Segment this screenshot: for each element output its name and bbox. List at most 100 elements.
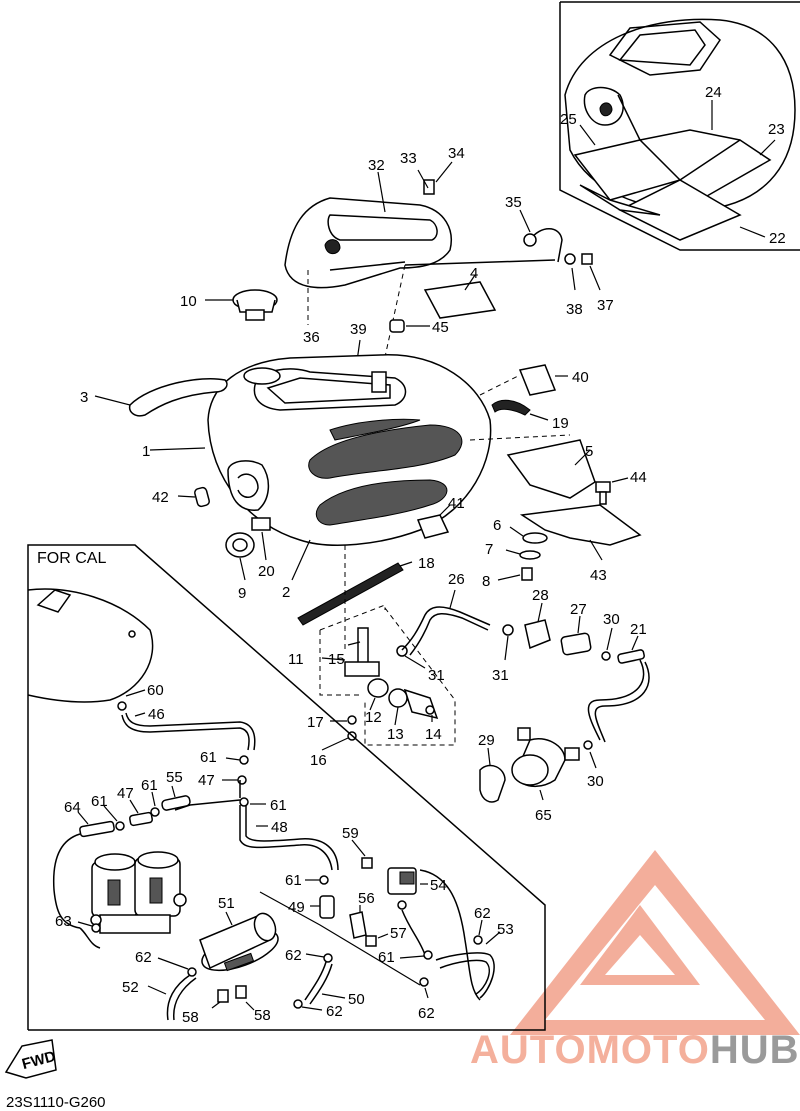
callout-28: 28	[532, 587, 549, 604]
carburetor-assembly	[90, 851, 187, 934]
pad-41: 41	[416, 495, 465, 539]
callout-62e: 62	[474, 905, 491, 922]
plate-43: 43	[519, 504, 642, 584]
callout-63: 63	[55, 913, 72, 930]
callout-3: 3	[80, 389, 88, 406]
callout-62c: 62	[326, 1003, 343, 1020]
callout-44: 44	[630, 469, 647, 486]
callout-57: 57	[390, 925, 407, 942]
callout-61c: 61	[141, 777, 158, 794]
bracket-35: 35 38 37	[404, 194, 614, 318]
callout-15: 15	[328, 651, 345, 668]
callout-61a: 61	[200, 749, 217, 766]
tank-cover-32: 32 33 34 36	[284, 145, 465, 381]
pad-4: 4	[423, 265, 497, 319]
callout-64: 64	[64, 799, 81, 816]
watermark-text: AUTOMOTOHUB	[470, 1028, 800, 1072]
callout-4: 4	[470, 265, 478, 282]
callout-48: 48	[271, 819, 288, 836]
callout-49: 49	[288, 899, 305, 916]
callout-50: 50	[348, 991, 365, 1008]
callout-43: 43	[590, 567, 607, 584]
canister-51: 51	[199, 895, 279, 972]
callout-34: 34	[448, 145, 465, 162]
callout-2: 2	[282, 584, 290, 601]
callout-61f: 61	[378, 949, 395, 966]
fuel-cock-11: 11 15 12 13 14 17 16 31	[288, 604, 456, 769]
callout-51: 51	[218, 895, 235, 912]
strip-19: 19	[491, 399, 569, 432]
callout-30b: 30	[587, 773, 604, 790]
callout-7: 7	[485, 541, 493, 558]
callout-5: 5	[585, 443, 593, 460]
callout-20: 20	[258, 563, 275, 580]
callout-1: 1	[142, 443, 150, 460]
callout-25: 25	[560, 111, 577, 128]
callout-18: 18	[418, 555, 435, 572]
pad-40: 40	[479, 364, 589, 396]
callout-24: 24	[705, 84, 722, 101]
callout-31b: 31	[492, 667, 509, 684]
callout-30: 30	[603, 611, 620, 628]
fwd-arrow: FWD	[4, 1039, 58, 1079]
callout-53: 53	[497, 921, 514, 938]
callout-52: 52	[122, 979, 139, 996]
callout-32: 32	[368, 157, 385, 174]
callout-59: 59	[342, 825, 359, 842]
callout-23: 23	[768, 121, 785, 138]
callout-27: 27	[570, 601, 587, 618]
callout-9: 9	[238, 585, 246, 602]
callout-45: 45	[432, 319, 449, 336]
bolt-44: 44	[595, 469, 647, 505]
callout-39: 39	[350, 321, 367, 338]
bracket-5: 5	[469, 434, 596, 499]
callout-62a: 62	[135, 949, 152, 966]
callout-13: 13	[387, 726, 404, 743]
washers-6-7-8: 6 7 8	[482, 517, 548, 590]
callout-22: 22	[769, 230, 786, 247]
hose-26: 26	[401, 571, 491, 656]
fuel-cap-10: 10	[180, 289, 278, 321]
callout-33: 33	[400, 150, 417, 167]
fuel-filter-27: 31 28 27 30 21	[492, 587, 650, 743]
callout-65: 65	[535, 807, 552, 824]
parts-left-lower: 42 20 9 2	[152, 486, 311, 602]
callout-54: 54	[430, 877, 447, 894]
callout-31: 31	[428, 667, 445, 684]
callout-19: 19	[552, 415, 569, 432]
callout-56: 56	[358, 890, 375, 907]
callout-38: 38	[566, 301, 583, 318]
callout-26: 26	[448, 571, 465, 588]
callout-11: 11	[288, 651, 304, 668]
callout-62d: 62	[418, 1005, 435, 1022]
callout-60: 60	[147, 682, 164, 699]
fuel-pump-65: 30 29 65	[478, 727, 604, 824]
callout-8: 8	[482, 573, 490, 590]
callout-12: 12	[365, 709, 382, 726]
callout-10: 10	[180, 293, 197, 310]
callout-35: 35	[505, 194, 522, 211]
diagram-code: 23S1110-G260	[6, 1094, 106, 1111]
callout-46: 46	[148, 706, 165, 723]
callout-40: 40	[572, 369, 589, 386]
watermark-hub: HUB	[710, 1028, 800, 1072]
callout-6: 6	[493, 517, 501, 534]
watermark-auto: AUTO	[470, 1028, 587, 1072]
callout-17: 17	[307, 714, 324, 731]
cal-label: FOR CAL	[37, 550, 106, 567]
callout-61b: 61	[270, 797, 287, 814]
callout-58b: 58	[254, 1007, 271, 1024]
watermark-logo	[510, 850, 800, 1035]
callout-55: 55	[166, 769, 183, 786]
grommet-45: 45 39	[350, 319, 449, 376]
callout-29: 29	[478, 732, 495, 749]
callout-36: 36	[303, 329, 320, 346]
strip-18: 18	[297, 545, 435, 650]
callout-42: 42	[152, 489, 169, 506]
cal-section: FOR CAL 60 46 61 47 61 55 61 47 61	[27, 544, 546, 1031]
callout-61d: 61	[91, 793, 108, 810]
callout-16: 16	[310, 752, 327, 769]
callout-47b: 47	[117, 785, 134, 802]
callout-21: 21	[630, 621, 647, 638]
